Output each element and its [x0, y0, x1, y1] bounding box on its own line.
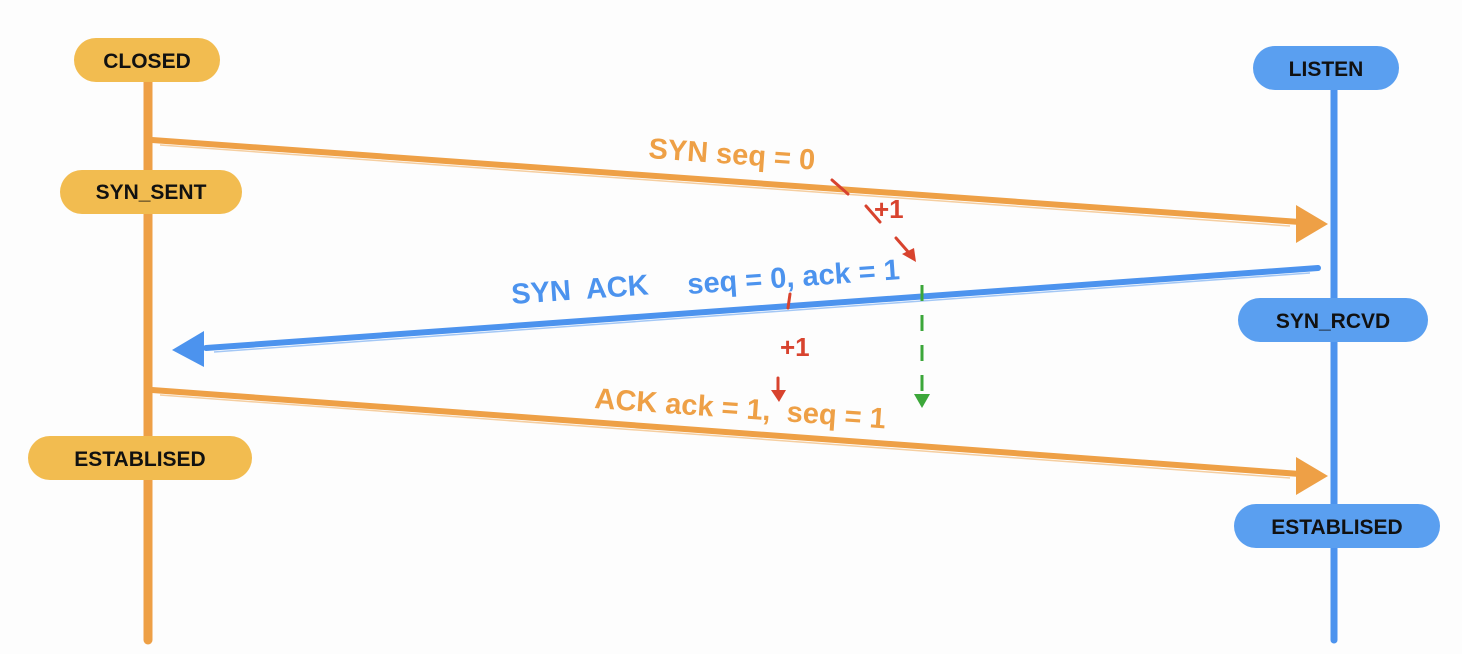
- state-label-closed: CLOSED: [103, 50, 191, 73]
- increment-arrowhead-a: [902, 248, 916, 262]
- ack-arrowhead: [1296, 457, 1328, 495]
- syn-arrow-line: [149, 137, 1303, 225]
- syn-message-label: SYN seq = 0: [648, 133, 817, 177]
- state-label-server-established: ESTABLISED: [1271, 516, 1402, 539]
- increment-arrow-a-stem: [830, 178, 850, 196]
- client-state-syn-sent: SYN_SENT: [60, 170, 242, 214]
- carry-arrowhead: [914, 394, 930, 408]
- increment-arrow-b-stem: [786, 292, 792, 310]
- client-state-closed: CLOSED: [74, 38, 220, 82]
- server-state-syn-rcvd: SYN_RCVD: [1238, 298, 1428, 342]
- state-label-listen: LISTEN: [1289, 58, 1364, 81]
- server-state-listen: LISTEN: [1253, 46, 1399, 90]
- increment-label-b: +1: [780, 332, 810, 362]
- syn-ack-values-label: seq = 0, ack = 1: [686, 254, 901, 301]
- syn-ack-arrowhead: [172, 331, 204, 367]
- server-state-established: ESTABLISED: [1234, 504, 1440, 548]
- syn-ack-flags-label: SYN ACK: [510, 269, 649, 311]
- state-label-client-established: ESTABLISED: [74, 448, 205, 471]
- state-label-syn-sent: SYN_SENT: [96, 181, 207, 204]
- ack-arrow-line: [149, 387, 1303, 477]
- syn-ack-arrow-line: [203, 265, 1321, 351]
- increment-arrow-a-stem-2: [864, 204, 882, 224]
- increment-arrowhead-b: [771, 390, 786, 402]
- syn-arrowhead: [1296, 205, 1328, 243]
- increment-label-a: +1: [874, 194, 904, 224]
- client-state-established: ESTABLISED: [28, 436, 252, 480]
- state-label-syn-rcvd: SYN_RCVD: [1276, 310, 1390, 333]
